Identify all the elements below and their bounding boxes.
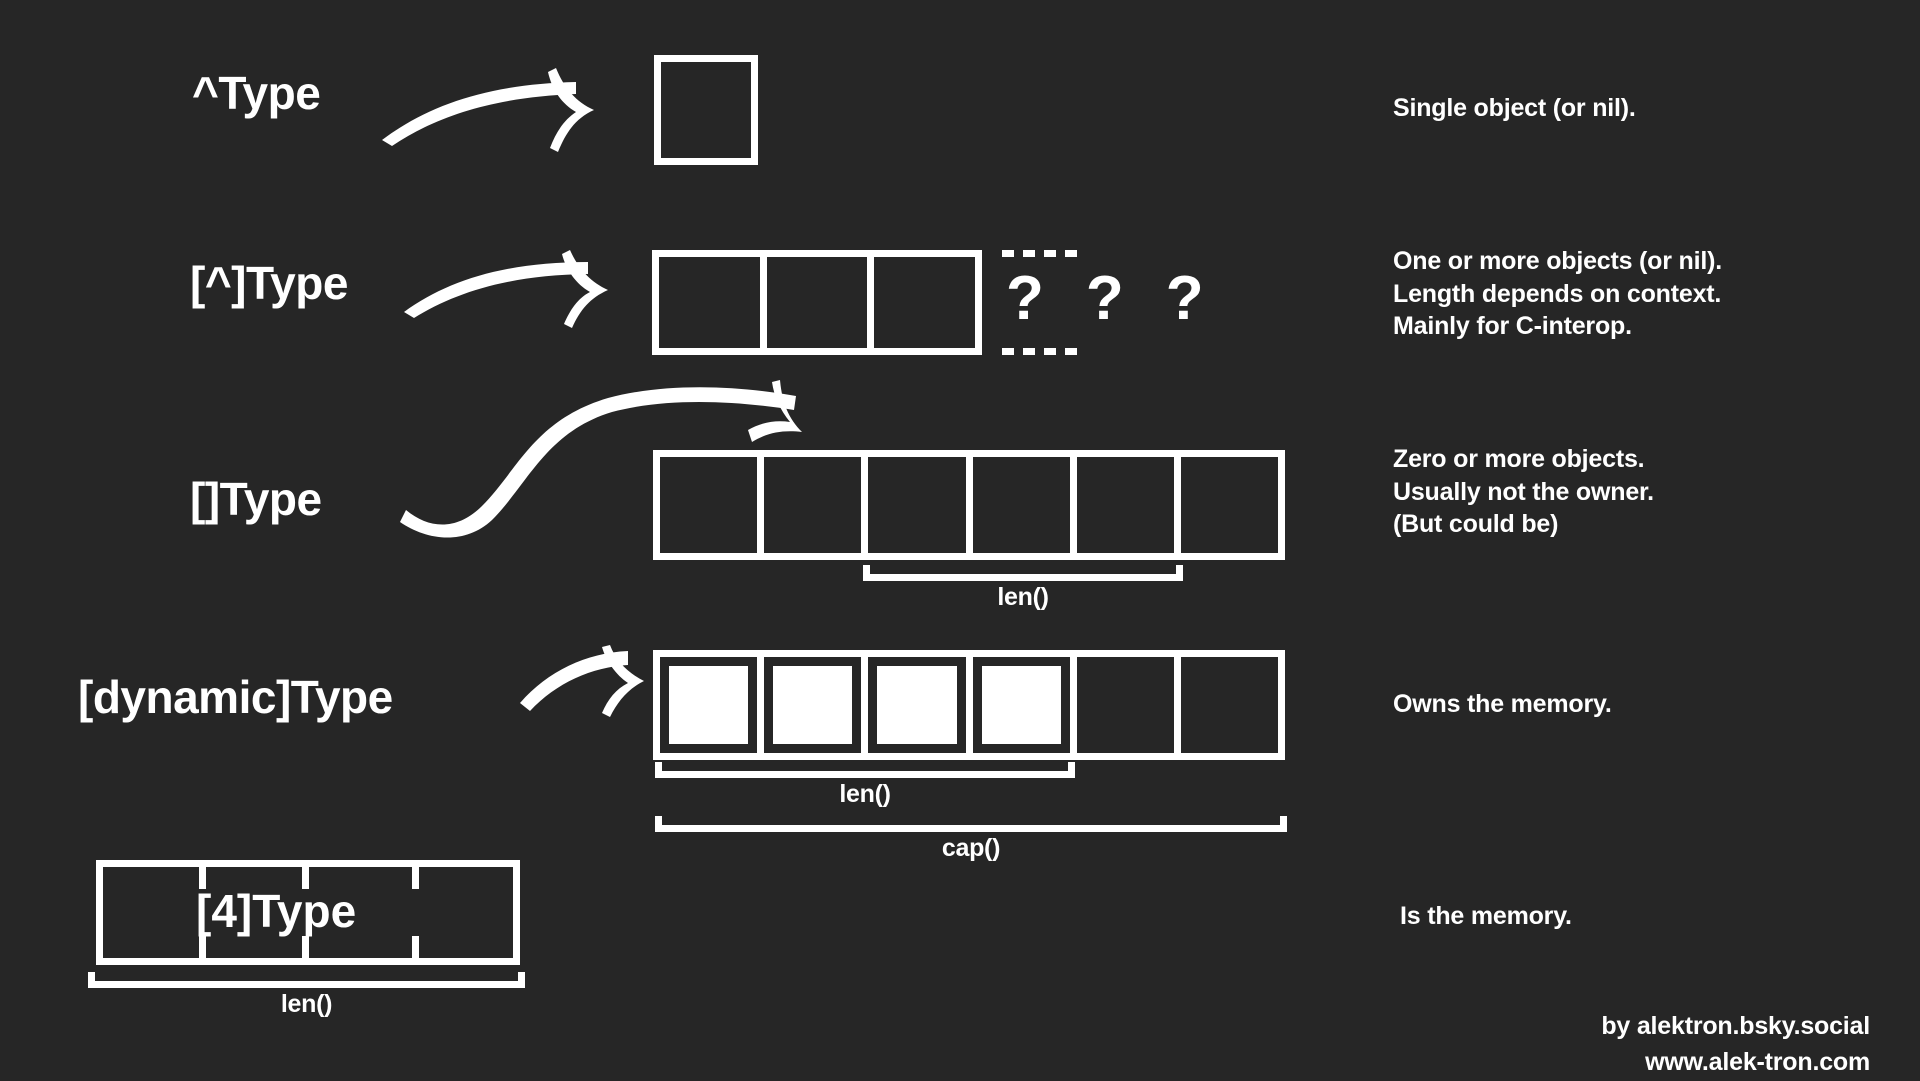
description-line: Is the memory. (1400, 902, 1572, 930)
memory-cell (1076, 457, 1181, 553)
memory-cell (868, 457, 973, 553)
description-line: Single object (or nil). (1393, 94, 1636, 122)
bracket-label-dynamic-len: len() (839, 780, 891, 808)
memory-cell-used (972, 657, 1077, 753)
bracket-label-dynamic-cap: cap() (941, 834, 1001, 862)
memory-cell (766, 257, 875, 348)
bracket-label-fixed-len: len() (280, 990, 333, 1018)
memory-cell-used (764, 657, 869, 753)
description-line: Usually not the owner. (1393, 477, 1654, 506)
bracket-dynamic-cap (655, 816, 1287, 832)
description-line: One or more objects (or nil). (1393, 247, 1722, 275)
continuation-dots-bottom (1002, 348, 1077, 355)
bracket-dynamic-len (655, 762, 1075, 778)
memory-cell-used (868, 657, 973, 753)
bracket-fixed-len (88, 972, 525, 988)
description-slice: Zero or more objects. Usually not the ow… (1393, 443, 1654, 541)
cell-divider-tick (199, 936, 206, 958)
memory-cell (1180, 457, 1279, 553)
description-dynamic-array: Owns the memory. (1393, 688, 1612, 721)
description-line: Length depends on context. (1393, 279, 1722, 308)
arrow-pointer-icon (382, 68, 594, 152)
memory-cell (764, 457, 869, 553)
bracket-label-slice-len: len() (997, 583, 1049, 611)
memory-cell (874, 257, 976, 348)
cell-divider-tick (412, 867, 419, 889)
memory-strip-slice (653, 450, 1285, 560)
continuation-dots-top (1002, 250, 1077, 257)
memory-cell (972, 457, 1077, 553)
cell-divider-tick (302, 867, 309, 889)
description-line: Mainly for C-interop. (1393, 312, 1632, 340)
description-line: Zero or more objects. (1393, 445, 1645, 473)
arrow-multi-pointer-icon (404, 250, 608, 328)
memory-cell (659, 257, 767, 348)
description-line: (But could be) (1393, 510, 1559, 538)
memory-strip-dynamic-array (653, 650, 1285, 760)
memory-cell-free (1076, 657, 1181, 753)
cell-divider-tick (199, 867, 206, 889)
arrow-dynamic-array-icon (520, 645, 644, 717)
memory-cell-free (1180, 657, 1279, 753)
type-label-pointer: ^Type (192, 67, 321, 119)
attribution-website: www.alek-tron.com (1645, 1048, 1870, 1077)
description-fixed-array: Is the memory. (1400, 900, 1572, 933)
memory-cell (660, 457, 765, 553)
memory-cell-pointer (654, 55, 758, 165)
type-label-multi-pointer: [^]Type (190, 257, 348, 309)
description-line: Owns the memory. (1393, 690, 1612, 718)
attribution-author: by alektron.bsky.social (1601, 1012, 1870, 1040)
type-label-dynamic-array: [dynamic]Type (78, 671, 393, 723)
cell-divider-tick (302, 936, 309, 958)
type-label-fixed-array: [4]Type (196, 885, 357, 937)
unknown-length-markers: ? ? ? (1006, 268, 1204, 330)
type-label-slice: []Type (190, 473, 322, 525)
cell-divider-tick (412, 936, 419, 958)
question-mark: ? (1085, 264, 1124, 333)
bracket-slice-len (863, 565, 1183, 581)
arrow-slice-icon (400, 380, 802, 538)
memory-cell-used (660, 657, 765, 753)
question-mark: ? (1165, 264, 1204, 333)
memory-strip-multi-pointer (652, 250, 982, 355)
description-pointer: Single object (or nil). (1393, 92, 1636, 125)
question-mark: ? (1006, 264, 1044, 333)
attribution: by alektron.bsky.social www.alek-tron.co… (1300, 1008, 1870, 1081)
description-multi-pointer: One or more objects (or nil). Length dep… (1393, 245, 1722, 343)
